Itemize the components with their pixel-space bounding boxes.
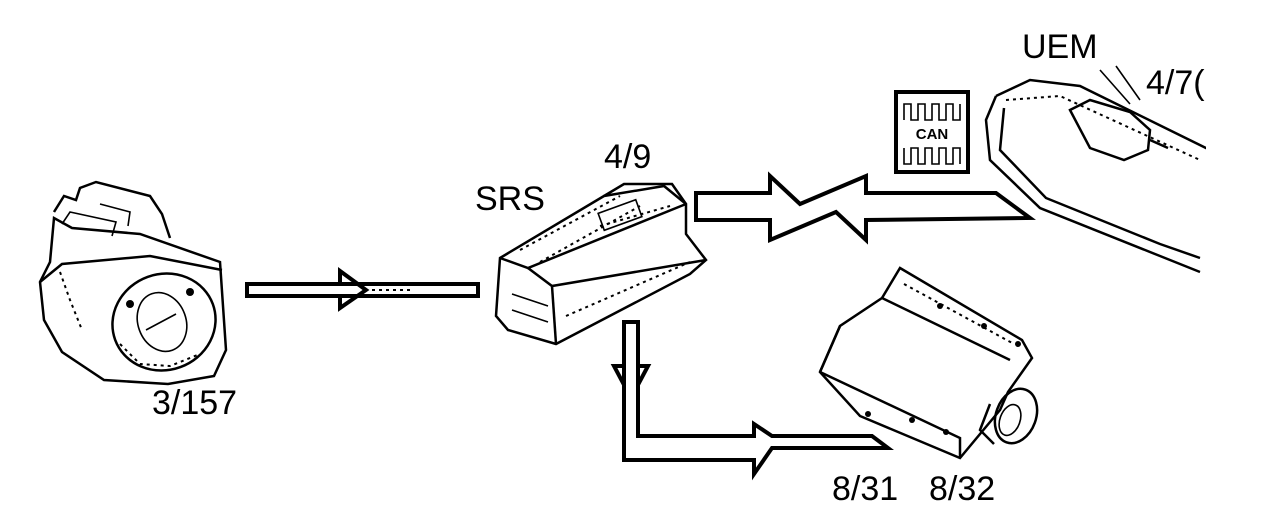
arrow-srs-uem-bidirectional	[694, 171, 1036, 245]
label-uem-code: 4/7(	[1146, 64, 1205, 102]
can-bus-badge: CAN	[894, 90, 970, 174]
label-airbag-b: 8/32	[929, 470, 995, 508]
label-srs-code: 4/9	[604, 138, 651, 176]
label-uem-title: UEM	[1022, 28, 1098, 66]
uem-mirror-icon	[984, 65, 1211, 274]
can-badge-text: CAN	[916, 126, 949, 143]
arrow-switch-to-srs	[245, 267, 480, 312]
label-srs-title: SRS	[475, 180, 545, 218]
srs-control-unit-icon	[494, 182, 708, 346]
label-switch-code: 3/157	[152, 384, 237, 422]
can-signal-bottom-icon	[903, 147, 961, 165]
can-signal-top-icon	[903, 103, 961, 121]
airbag-module-icon	[818, 266, 1039, 460]
label-airbag-a: 8/31	[832, 470, 898, 508]
switch-unit-icon	[38, 180, 228, 386]
